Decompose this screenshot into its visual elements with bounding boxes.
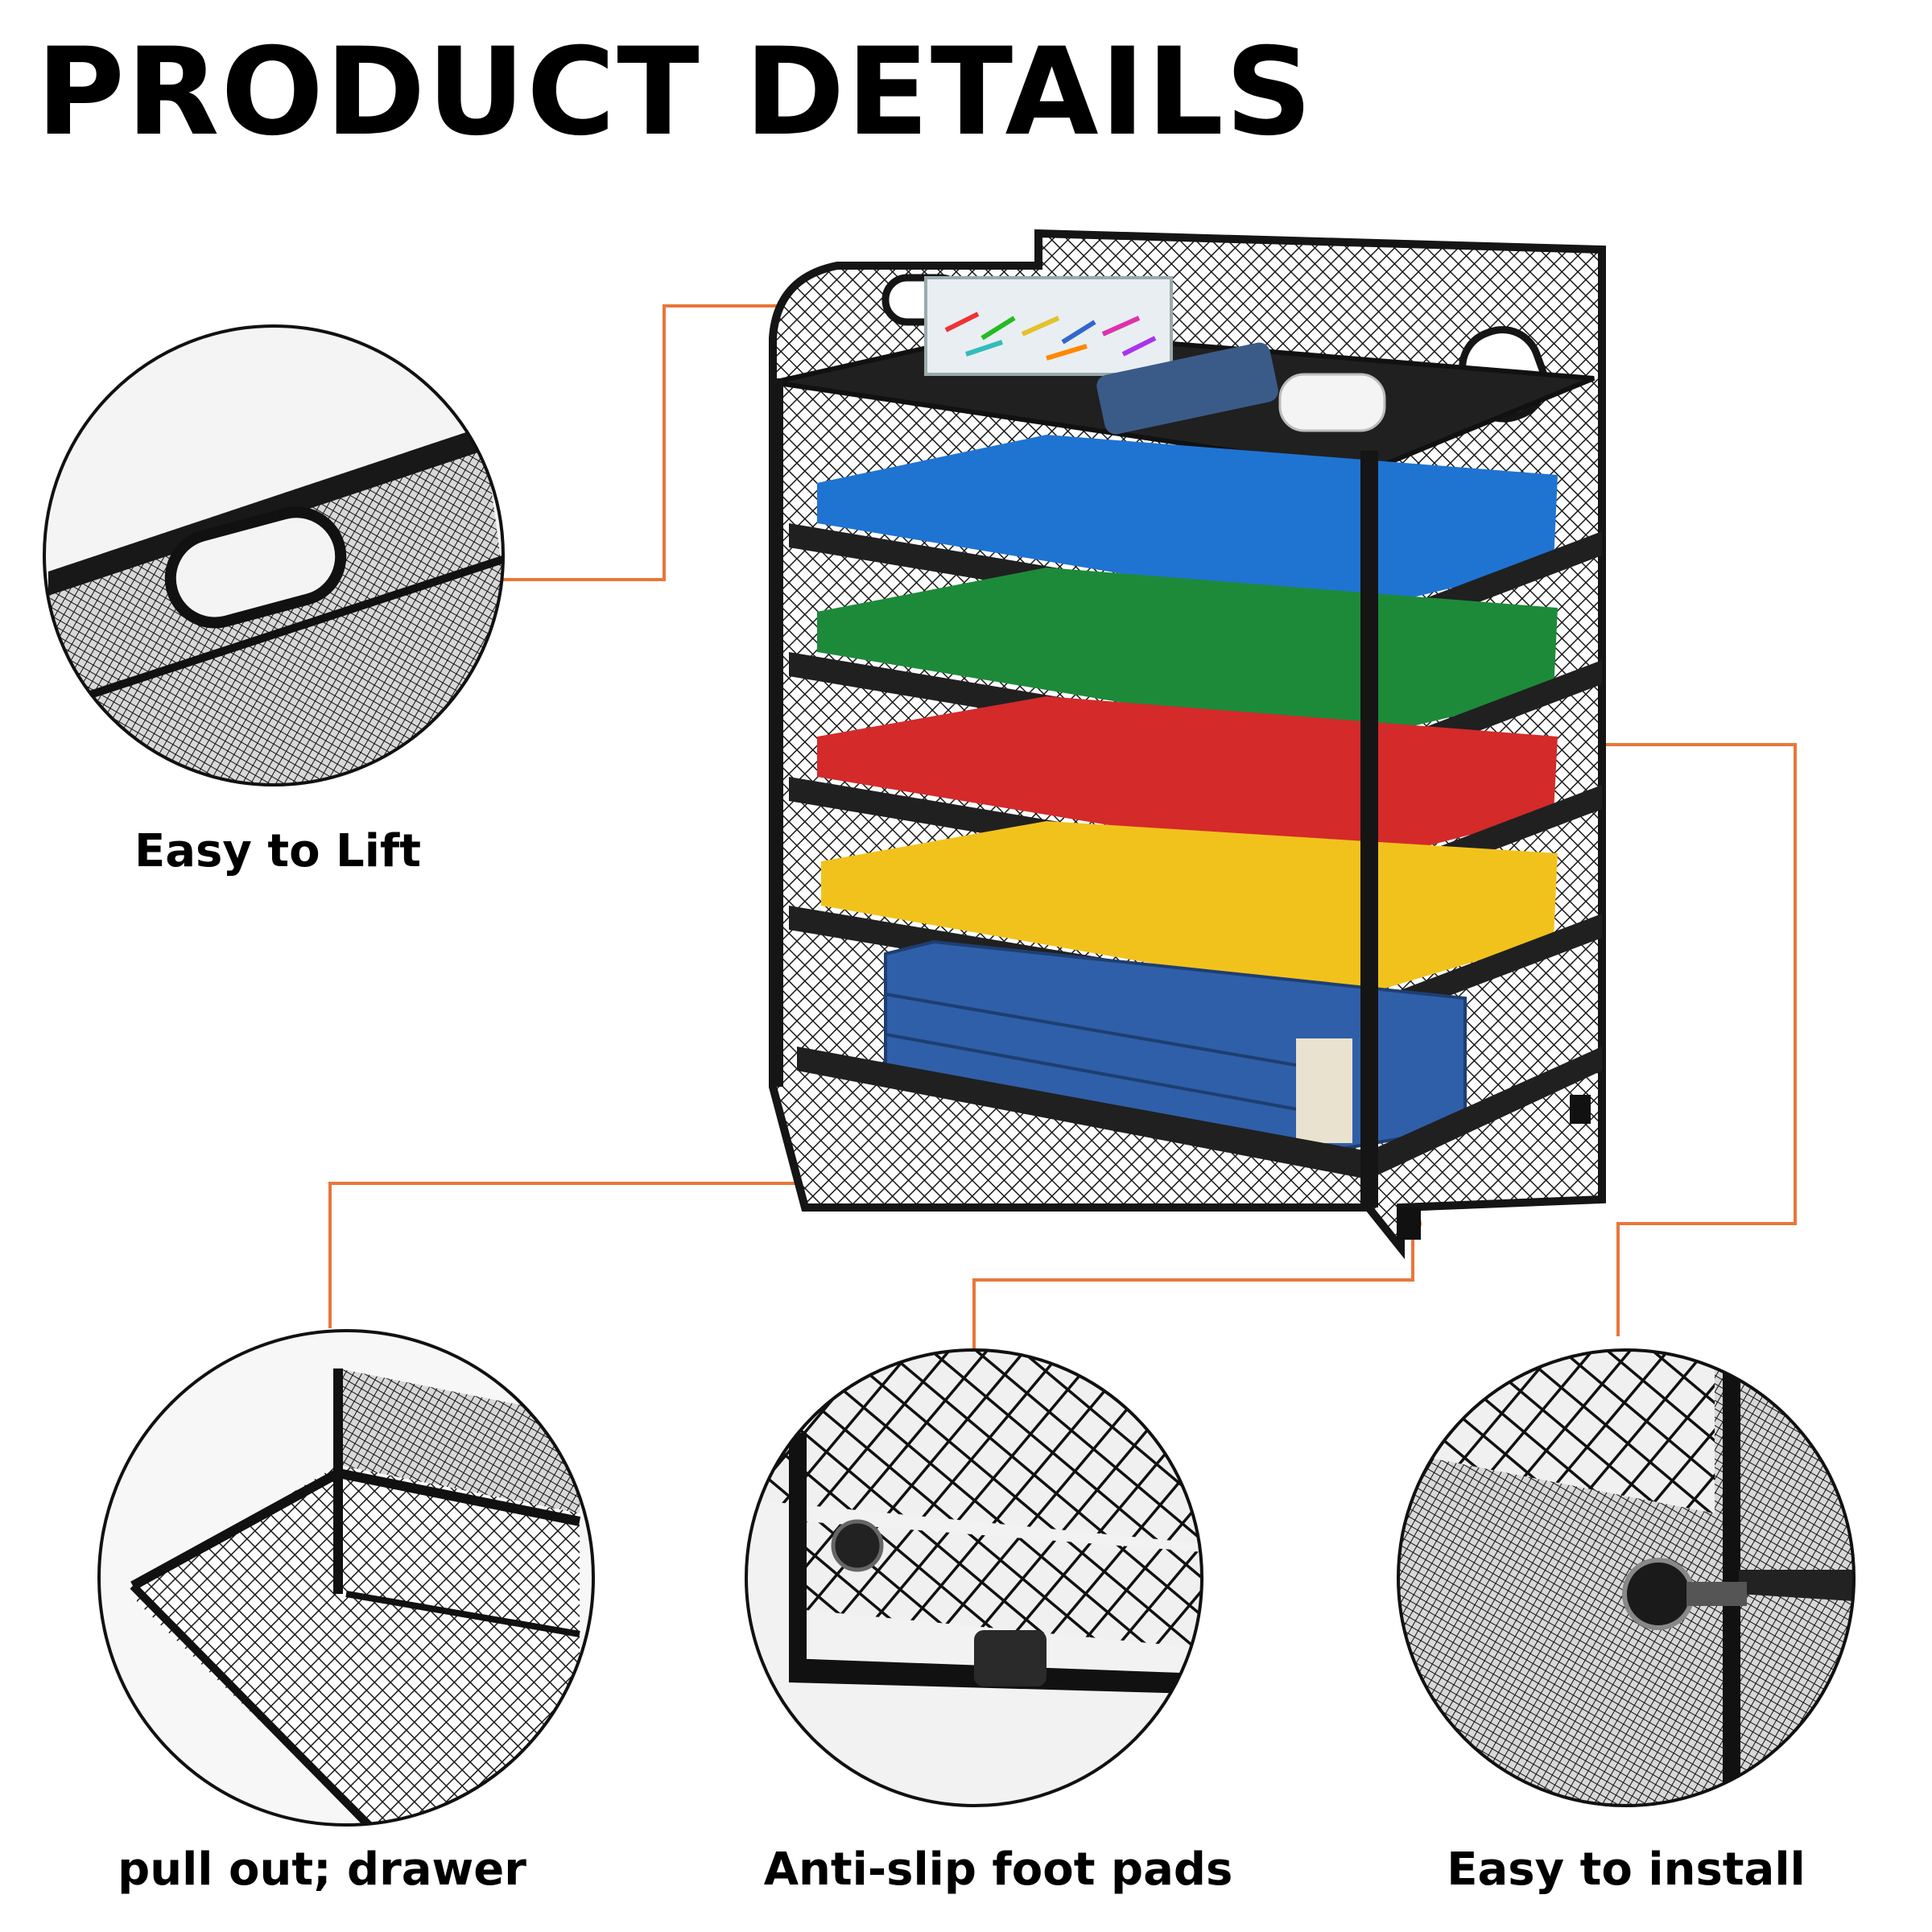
detail-circle-drawer — [97, 1329, 595, 1827]
foot-pad-closeup-icon — [974, 1630, 1046, 1686]
detail-circle-pads — [745, 1348, 1203, 1807]
page-title: PRODUCT DETAILS — [36, 23, 1315, 163]
callout-line-install — [1393, 743, 1797, 1336]
feature-label-install: Easy to install — [1447, 1843, 1806, 1896]
books — [884, 939, 1467, 1154]
detail-circle-install — [1397, 1348, 1856, 1807]
callout-line-lift — [503, 304, 869, 581]
handle-closeup-icon — [164, 506, 347, 629]
screw-closeup-icon — [1622, 1558, 1695, 1630]
callout-line-drawer — [328, 906, 807, 1328]
product-image — [769, 229, 1606, 1260]
detail-circle-lift — [43, 324, 505, 786]
feature-label-lift: Easy to Lift — [134, 825, 422, 877]
feature-label-drawer: pull out; drawer — [118, 1843, 526, 1896]
drawer-closeup-icon — [137, 1465, 580, 1825]
feature-label-pads: Anti-slip foot pads — [763, 1843, 1233, 1896]
callout-line-pads — [972, 1224, 1414, 1352]
